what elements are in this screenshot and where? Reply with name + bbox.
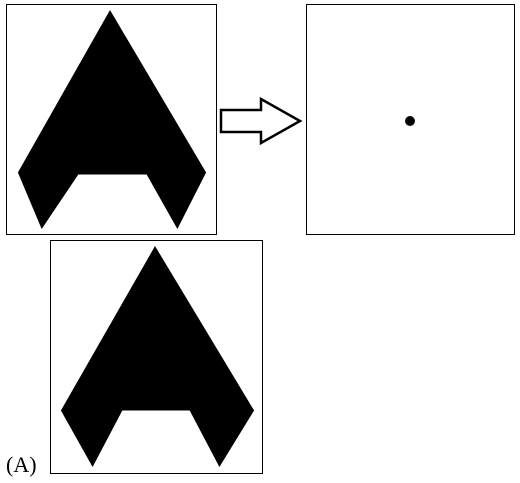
option-a-panel: [50, 240, 263, 474]
result-figure-panel: [306, 4, 515, 235]
result-figure: [405, 116, 415, 126]
source-figure-panel: [6, 4, 217, 235]
center-dot-icon: [405, 116, 415, 126]
arrowhead-polygon: [17, 10, 207, 229]
option-label: (A): [6, 452, 37, 477]
arrowhead-shape-source: [17, 10, 207, 229]
right-arrow-icon: [219, 96, 303, 146]
arrowhead-polygon: [60, 246, 255, 467]
arrowhead-shape-option-a: [60, 246, 255, 467]
